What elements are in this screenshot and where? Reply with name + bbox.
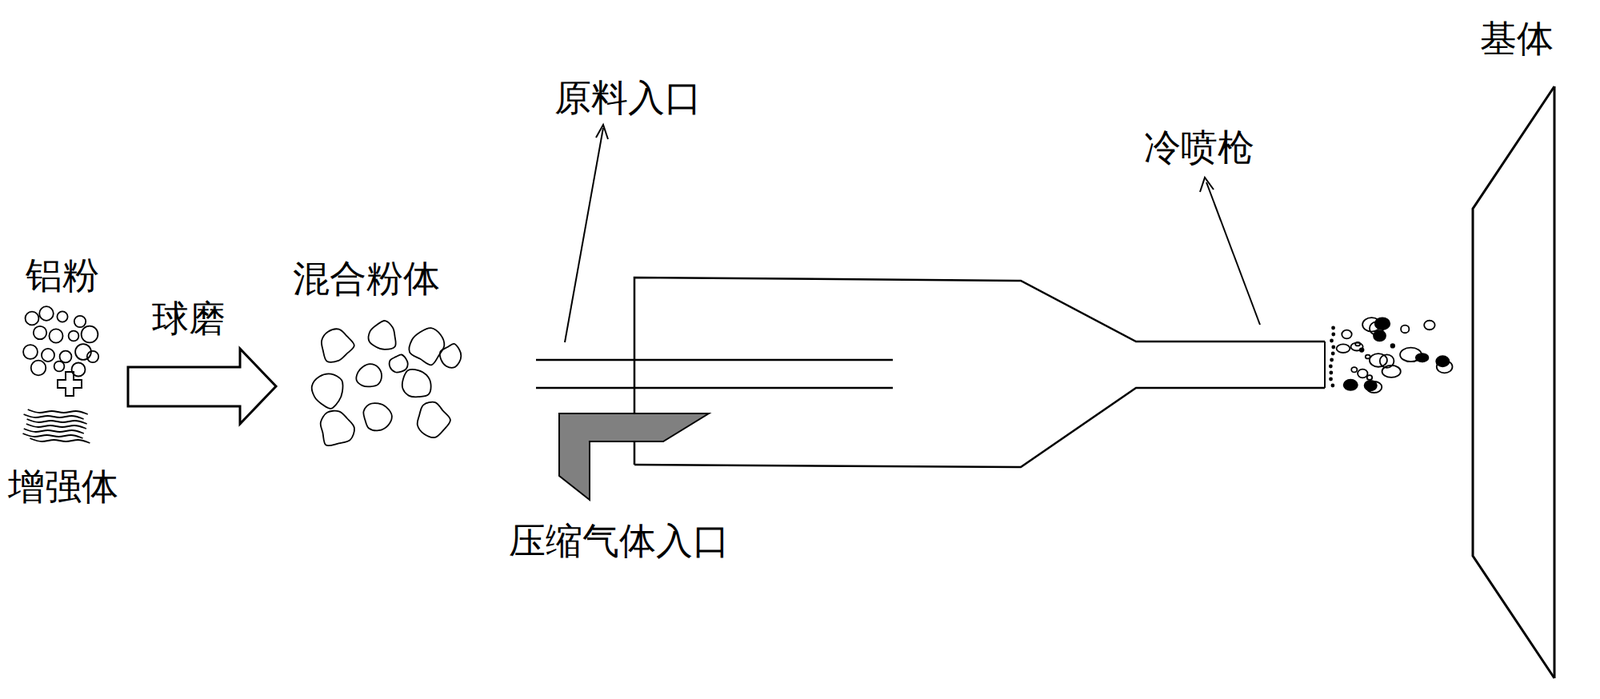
feed-tube xyxy=(536,359,893,362)
text-label: 原料入口 xyxy=(554,76,702,120)
reinforcement-flake xyxy=(29,438,90,444)
spray-particle xyxy=(1330,359,1333,362)
spray-particle xyxy=(1351,367,1357,372)
mixed-particle xyxy=(417,402,451,438)
spray-particle xyxy=(1424,320,1435,331)
leader-arrowhead xyxy=(596,124,608,140)
aluminium-particle xyxy=(39,306,54,321)
spray-particle xyxy=(1344,380,1358,391)
reinforcement-flake xyxy=(26,424,87,429)
feed-tube xyxy=(536,387,893,390)
aluminium-particle xyxy=(54,361,65,372)
leader-line xyxy=(564,128,604,343)
spray-particle xyxy=(1336,344,1351,353)
spray-gun-body xyxy=(634,277,1325,465)
aluminium-particle xyxy=(68,331,80,342)
aluminium-particle xyxy=(74,316,86,328)
spray-particle xyxy=(1332,333,1335,336)
text-label: 球磨 xyxy=(152,297,226,340)
spray-gun-body xyxy=(634,388,1325,468)
powder-particles xyxy=(23,306,1453,446)
aluminium-particle xyxy=(23,344,38,360)
leader-arrowhead xyxy=(1200,177,1214,192)
spray-particle xyxy=(1332,352,1335,356)
mixed-particle xyxy=(368,320,396,350)
leader-line xyxy=(1206,182,1260,325)
reinforcement-flake xyxy=(28,409,88,415)
mixed-particle xyxy=(389,354,408,372)
mixed-particle xyxy=(408,328,444,365)
text-label: 基体 xyxy=(1480,17,1554,60)
spray-particle xyxy=(1364,380,1377,391)
nozzle-exit xyxy=(1324,341,1326,388)
mixed-particle xyxy=(320,411,355,447)
spray-particle xyxy=(1329,372,1332,375)
text-label: 冷喷枪 xyxy=(1144,126,1255,169)
aluminium-particle xyxy=(33,326,47,340)
text-label: 混合粉体 xyxy=(292,257,440,300)
aluminium-particle xyxy=(60,351,72,364)
text-label: 压缩气体入口 xyxy=(508,520,730,563)
mixed-particle xyxy=(312,373,344,409)
spray-particle xyxy=(1436,356,1449,367)
spray-particle xyxy=(1332,327,1335,330)
aluminium-particle xyxy=(87,351,99,363)
gas-inlet xyxy=(559,413,709,500)
mixed-particle xyxy=(440,344,461,368)
spray-particle xyxy=(1367,375,1372,380)
spray-particle xyxy=(1373,330,1386,341)
aluminium-particle xyxy=(81,326,99,344)
reinforcement-flake xyxy=(24,414,84,420)
spray-particle xyxy=(1332,346,1335,349)
aluminium-particle xyxy=(72,363,86,377)
reinforcement-flake xyxy=(27,419,88,424)
spray-particle xyxy=(1400,325,1409,334)
aluminium-particle xyxy=(31,360,47,376)
aluminium-particle xyxy=(25,312,40,326)
spray-particle xyxy=(1329,378,1332,381)
mixed-particle xyxy=(402,369,432,397)
plus-symbol xyxy=(57,372,82,396)
aluminium-particle xyxy=(48,328,63,343)
mixed-particle xyxy=(363,403,392,431)
substrate xyxy=(1553,86,1556,679)
text-label: 铝粉 xyxy=(25,254,100,297)
aluminium-particle xyxy=(56,311,68,322)
process-arrow xyxy=(128,348,276,424)
mixed-particle xyxy=(356,364,382,387)
spray-particle xyxy=(1362,317,1381,332)
reinforcement-flake xyxy=(24,428,84,434)
spray-particle xyxy=(1330,340,1333,343)
substrate xyxy=(1472,86,1555,679)
spray-particle xyxy=(1357,369,1368,379)
spray-particle xyxy=(1380,354,1395,368)
spray-particle xyxy=(1416,353,1429,362)
spray-particle xyxy=(1329,365,1332,368)
spray-particle xyxy=(1391,344,1396,348)
reinforcement-flake xyxy=(23,433,84,439)
spray-particle xyxy=(1360,348,1364,352)
spray-particle xyxy=(1331,384,1334,388)
mixed-particle xyxy=(321,328,355,362)
aluminium-particle xyxy=(41,348,55,362)
text-label: 增强体 xyxy=(8,465,119,508)
spray-particle xyxy=(1341,330,1352,340)
